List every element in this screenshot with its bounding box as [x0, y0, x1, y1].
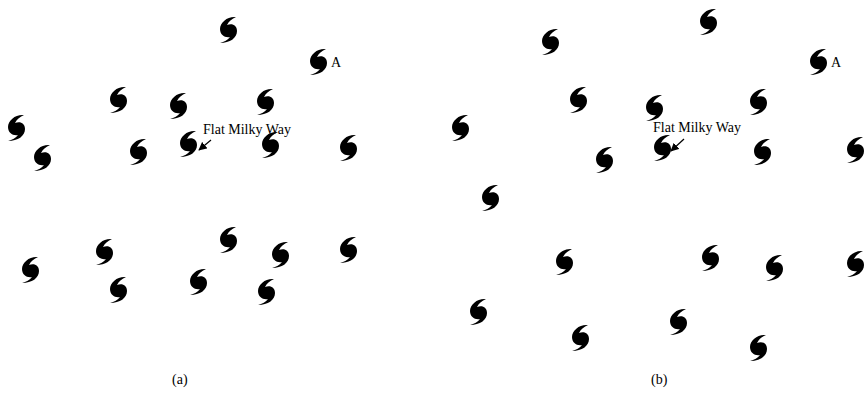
panel-caption: (b)	[651, 373, 667, 387]
galaxies-b	[452, 9, 864, 361]
leader-arrow	[671, 139, 684, 151]
galaxy-letter: A	[831, 56, 841, 70]
leader-arrow	[199, 140, 211, 150]
panel-caption: (a)	[172, 373, 188, 387]
galaxy-label: Flat Milky Way	[203, 123, 291, 137]
galaxies-a	[8, 17, 357, 305]
galaxy-letter: A	[331, 56, 341, 70]
galaxy-label: Flat Milky Way	[653, 121, 741, 135]
